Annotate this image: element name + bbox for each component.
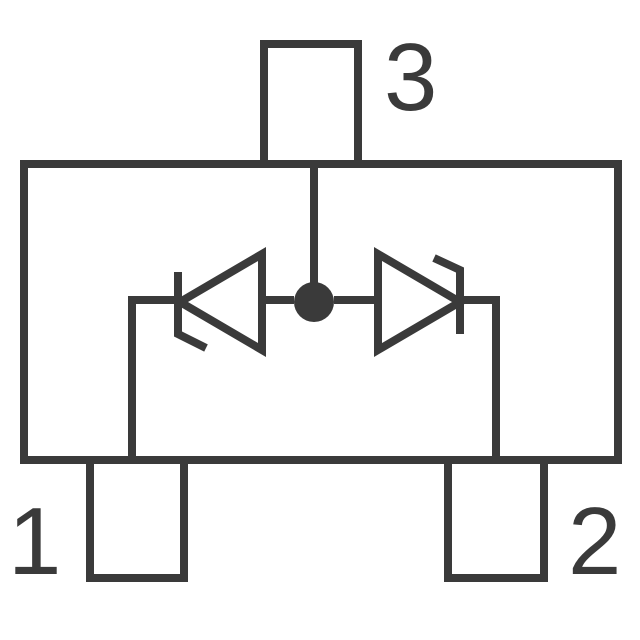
pin1-label: 1	[8, 488, 62, 595]
wire-right-diode-to-pin2	[460, 296, 500, 460]
left-zener-diode-triangle	[172, 247, 266, 357]
pin1-lead	[86, 456, 188, 582]
pin2-lead	[444, 456, 548, 582]
right-zener-diode-triangle	[374, 247, 468, 357]
left-zener-cathode-bar	[174, 272, 208, 352]
pin3-lead	[260, 40, 362, 168]
junction-dot	[294, 282, 334, 322]
pin2-label: 2	[568, 488, 622, 595]
pin3-label: 3	[384, 24, 438, 131]
right-zener-cathode-bar	[432, 254, 464, 334]
wire-pin1-to-left-diode	[128, 296, 178, 460]
